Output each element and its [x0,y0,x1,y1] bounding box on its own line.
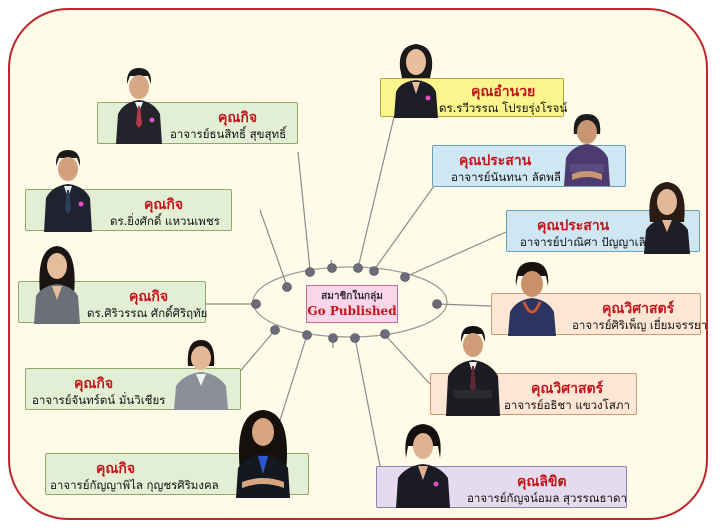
member-role: คุณประสาน [459,153,532,169]
member-role: คุณกิจ [218,110,258,126]
connector-line [373,185,435,271]
member-role: คุณวิศาสตร์ [531,381,604,397]
connector-node [302,330,312,340]
member-name: อาจารย์ธนสิทธิ์ สุขสุทธิ์ [170,127,287,141]
connector-line [259,209,288,287]
connector-node [270,325,280,335]
member-role: คุณประสาน [537,218,610,234]
connector-line [404,231,507,278]
member-name: อาจารย์กัญญาพิไล กุญชรศิริมงคล [50,478,219,492]
member-role: คุณลิขิต [517,474,567,490]
member-photo [236,410,290,498]
member-role: คุณกิจ [129,289,169,305]
member-photo [396,424,450,508]
hub-box: สมาชิกในกลุ่ม Go Published [306,285,398,323]
hub-label: สมาชิกในกลุ่ม [321,291,383,302]
member-photo [44,150,92,232]
connector-line [436,303,492,307]
member-role: คุณวิศาสตร์ [602,301,675,317]
connector-line [236,329,276,376]
member-photo [34,246,80,324]
member-name: ดร.ยิ่งศักดิ์ แหวนเพชร [110,214,220,228]
connector-node [353,263,363,273]
member-name: ดร.รวีวรรณ โปรยรุ่งโรจน์ [439,101,568,115]
connector-line [357,116,395,269]
connector-node [400,272,410,282]
member-name: อาจารย์ศิริเพ็ญ เยี่ยมจรรยา [572,318,708,332]
connector-line [354,337,381,467]
hub-title: Go Published [307,304,397,318]
member-name: อาจารย์นันทนา ลัดพลี [451,170,561,184]
connector-node [282,282,292,292]
member-photo [174,340,228,410]
connector-node [251,299,261,309]
connector-node [327,263,337,273]
connector-node [369,266,379,276]
connector-node [380,329,390,339]
member-name: อาจารย์กัญจน์อมล สุวรรณธาดา [467,491,627,505]
member-role: คุณกิจ [144,197,184,213]
member-role: คุณกิจ [96,461,136,477]
member-photo [644,182,690,254]
member-photo [394,44,438,118]
connector-node [432,299,442,309]
member-photo [116,68,162,144]
connector-node [305,267,315,277]
connector-node [328,333,338,343]
member-name: อาจารย์จันทร์ตน์ มั่นวิเชียร [32,393,166,407]
connector-line [384,334,431,385]
member-role: คุณกิจ [74,376,114,392]
connector-line [297,151,311,271]
member-name: ดร.ศิริวรรณ ศักดิ์ศิริฤทัย [87,306,208,320]
member-photo [508,262,556,336]
member-role: คุณอำนวย [471,84,536,100]
member-photo [564,114,610,186]
connector-node [350,333,360,343]
member-name: อาจารย์อธิชา แขวงโสภา [504,398,630,412]
member-photo [446,326,500,416]
member-name: อาจารย์ปาณิศา ปัญญาเลิศ [520,235,653,249]
